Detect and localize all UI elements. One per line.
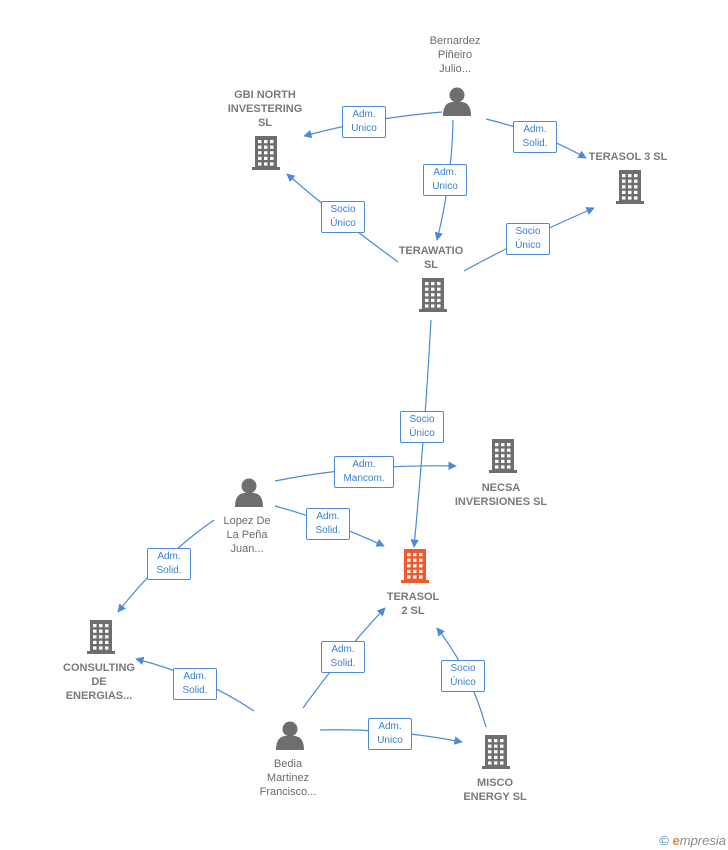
edge-label-lopez-terasol2[interactable]: Adm. Solid. [306,508,350,540]
node-label-terawatio[interactable]: TERAWATIO SL [398,245,464,271]
terawatio-building-icon[interactable] [419,278,447,312]
edge-label-terawatio-gbi[interactable]: Socio Único [321,201,365,233]
node-label-necsa[interactable]: NECSA INVERSIONES SL [454,482,548,508]
edge-label-lopez-consulting[interactable]: Adm. Solid. [147,548,191,580]
brand-logo-text: mpresia [679,833,726,848]
edge-label-terawatio-terasol2[interactable]: Socio Único [400,411,444,443]
edge-label-lopez-necsa[interactable]: Adm. Mancom. [334,456,394,488]
node-label-terasol2[interactable]: TERASOL 2 SL [386,591,440,617]
node-label-consulting[interactable]: CONSULTING DE ENERGIAS... [63,662,135,702]
lopez-person-icon[interactable] [235,478,263,508]
edge-label-bernardez-gbi[interactable]: Adm. Unico [342,106,386,138]
edge-label-bedia-consulting[interactable]: Adm. Solid. [173,668,217,700]
edge-label-bedia-misco[interactable]: Adm. Unico [368,718,412,750]
gbi-building-icon[interactable] [252,136,280,170]
edge-label-bernardez-terawatio[interactable]: Adm. Unico [423,164,467,196]
node-label-misco[interactable]: MISCO ENERGY SL [463,777,527,803]
edge-label-bernardez-terasol3[interactable]: Adm. Solid. [513,121,557,153]
edge-label-terawatio-terasol3[interactable]: Socio Único [506,223,550,255]
brand-logo-e: e [672,833,680,848]
terasol3-building-icon[interactable] [616,170,644,204]
misco-building-icon[interactable] [482,735,510,769]
copyright-icon: © [659,833,669,848]
edge-label-misco-terasol2[interactable]: Socio Único [441,660,485,692]
node-label-lopez[interactable]: Lopez De La Peña Juan... [223,515,271,555]
node-icons [87,87,644,769]
node-label-gbi[interactable]: GBI NORTH INVESTERING SL [227,89,303,129]
consulting-building-icon[interactable] [87,620,115,654]
footer-brand: © empresia [659,833,726,848]
bedia-person-icon[interactable] [276,721,304,751]
necsa-building-icon[interactable] [489,439,517,473]
node-label-bernardez[interactable]: Bernardez Piñeiro Julio... [429,35,481,75]
edge-label-bedia-terasol2[interactable]: Adm. Solid. [321,641,365,673]
bernardez-person-icon[interactable] [443,87,471,117]
node-label-bedia[interactable]: Bedia Martinez Francisco... [259,758,317,798]
node-label-terasol3[interactable]: TERASOL 3 SL [588,151,668,163]
terasol2-building-icon[interactable] [401,549,429,583]
